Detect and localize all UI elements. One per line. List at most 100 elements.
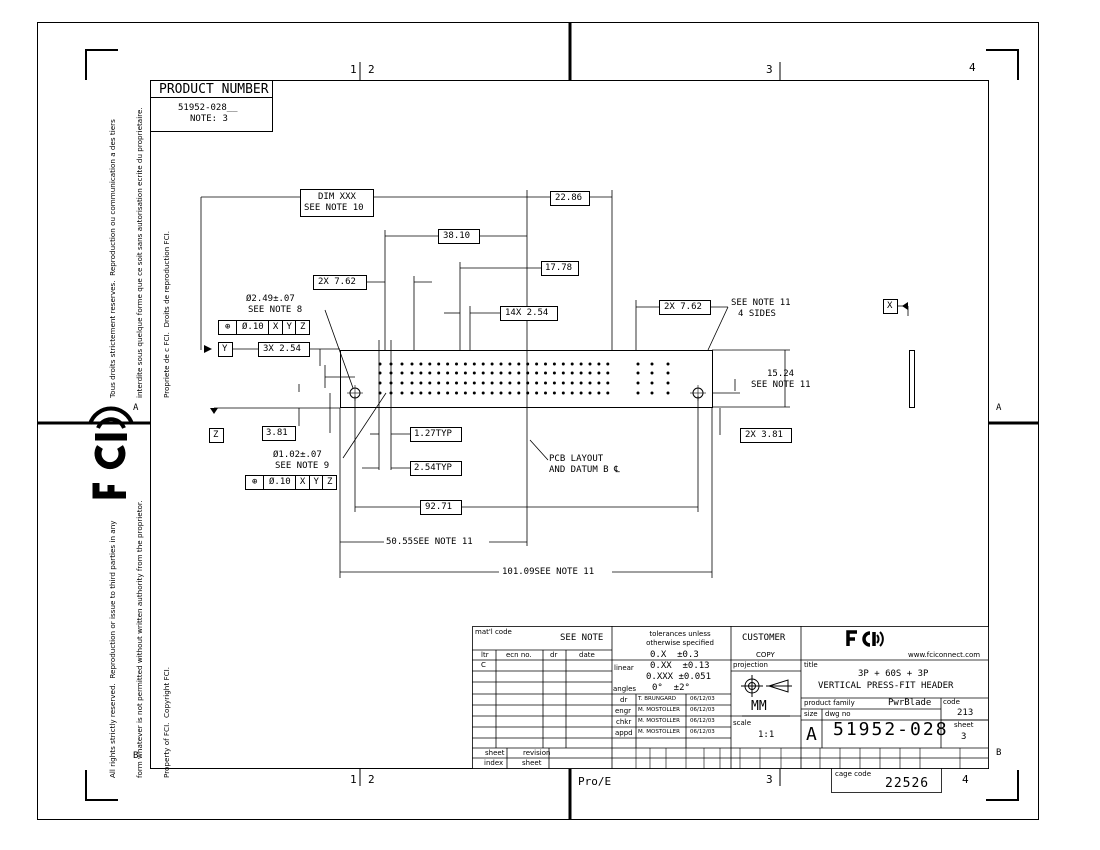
pin-hole — [597, 371, 601, 375]
dim-2x-3-81-box: 2X 3.81 — [740, 428, 792, 443]
zone-4-top: 4 — [969, 61, 976, 74]
sheet-label: sheet — [485, 749, 505, 757]
approval-chkr-name: M. MOSTOLLER — [638, 718, 680, 724]
cage-code-label: cage code — [835, 770, 871, 778]
see-note-11-right-label: SEE NOTE 11 — [751, 380, 811, 390]
outer-frame — [37, 22, 1039, 820]
legal-english-line: All rights strictly reserved. Reproducti… — [108, 520, 117, 778]
dim-2x-7-62-right-box: 2X 7.62 — [659, 300, 711, 315]
pin-hole — [499, 371, 503, 375]
pin-hole — [666, 391, 670, 395]
tolerance-value: Ø.10 — [237, 321, 270, 334]
size-value: A — [806, 724, 817, 745]
pin-hole — [552, 371, 556, 375]
rev-ltr-header: ltr — [481, 651, 489, 659]
see-note-10-label: SEE NOTE 10 — [304, 203, 364, 213]
dim-15-24-label: 15.24 — [767, 369, 795, 379]
datum-b-label: AND DATUM B ℄ — [549, 465, 620, 475]
pin-hole — [455, 371, 458, 375]
copy-label: COPY — [756, 651, 775, 659]
angles-value: 0° ±2° — [652, 683, 690, 693]
pin-hole — [650, 362, 654, 366]
zone-1-top: 1 — [350, 63, 357, 76]
pin-hole — [597, 362, 601, 366]
pin-hole — [410, 391, 414, 395]
pin-hole — [544, 381, 547, 385]
pin-hole — [535, 381, 539, 385]
pin-hole — [579, 362, 583, 366]
legal-french-line: Propriete de c FCI. Droits de reproducti… — [162, 231, 171, 398]
row-b-right: B — [996, 748, 1002, 758]
dim-22-86-box: 22.86 — [550, 191, 590, 206]
pin-hole — [481, 391, 485, 395]
pin-hole — [579, 391, 583, 395]
position-tolerance-icon: ⊕ — [219, 321, 238, 334]
scale-value: 1:1 — [758, 730, 775, 740]
sheet-no-value: 3 — [961, 732, 967, 742]
pin-hole — [472, 381, 476, 385]
pin-hole — [437, 371, 441, 375]
matl-code-label: mat'l code — [475, 628, 512, 636]
pin-hole — [535, 362, 539, 366]
approval-appd-role: appd — [615, 729, 633, 737]
product-number-box — [150, 80, 273, 132]
row-b-left: B — [133, 751, 139, 761]
pin-hole — [508, 381, 512, 385]
pin-hole — [579, 371, 583, 375]
datum-ref-x: X — [296, 476, 310, 489]
pin-hole — [419, 371, 423, 375]
pin-hole — [636, 381, 640, 385]
dim-22-86-label: 22.86 — [555, 193, 583, 203]
pin-hole — [428, 381, 432, 385]
zone-2-top: 2 — [368, 63, 375, 76]
datum-z-label: Z — [213, 430, 219, 440]
pin-hole — [588, 362, 592, 366]
dim-2-54typ-label: 2.54TYP — [414, 463, 452, 473]
pin-hole — [419, 391, 423, 395]
projection-symbol-icon — [741, 675, 792, 697]
product-family-value: PwrBlade — [888, 698, 932, 708]
angles-label: angles — [613, 685, 637, 693]
pin-hole — [446, 371, 450, 375]
dim-xxx-label: DIM XXX — [318, 192, 356, 202]
pin-hole — [410, 381, 414, 385]
pin-hole — [588, 391, 592, 395]
pin-hole — [400, 391, 404, 395]
legal-french-line: Tous droits strictement reserves. Reprod… — [108, 119, 117, 398]
pin-hole — [544, 371, 547, 375]
pin-array — [378, 362, 670, 395]
sheet-label-2: sheet — [522, 759, 542, 767]
pin-hole — [535, 371, 539, 375]
datum-ref-z: Z — [300, 322, 306, 332]
small-hole-callout: Ø1.02±.07 — [273, 450, 322, 460]
pin-hole — [490, 381, 494, 385]
dim-3-81-label: 3.81 — [266, 428, 288, 438]
pin-hole — [481, 362, 485, 366]
pin-hole — [490, 371, 494, 375]
pin-hole — [481, 381, 485, 385]
approval-dr-name: T. BRUNGARD — [638, 696, 677, 702]
approval-chkr-date: 06/12/03 — [690, 718, 715, 724]
customer-label: CUSTOMER — [742, 633, 786, 643]
connector-side-view — [909, 350, 915, 408]
pin-hole — [463, 362, 467, 366]
pin-hole — [490, 362, 494, 366]
pin-hole — [455, 391, 458, 395]
pin-hole — [650, 381, 654, 385]
pin-hole — [535, 391, 539, 395]
revision-label: revision — [523, 749, 551, 757]
title-line-1: 3P + 60S + 3P — [858, 669, 929, 679]
pin-hole — [490, 391, 494, 395]
feature-control-frame-top: ⊕ Ø.10 X Y Z — [218, 320, 310, 335]
pin-hole — [606, 371, 610, 375]
pin-hole — [570, 381, 574, 385]
pin-hole — [650, 371, 654, 375]
pin-hole — [561, 371, 565, 375]
pin-hole — [666, 381, 670, 385]
corner-brackets — [85, 49, 1019, 801]
datum-ref-y: Y — [283, 321, 297, 334]
datum-ref-y: Y — [310, 476, 324, 489]
pin-hole — [552, 391, 556, 395]
pin-hole — [410, 371, 414, 375]
fci-logo-icon — [846, 630, 884, 647]
